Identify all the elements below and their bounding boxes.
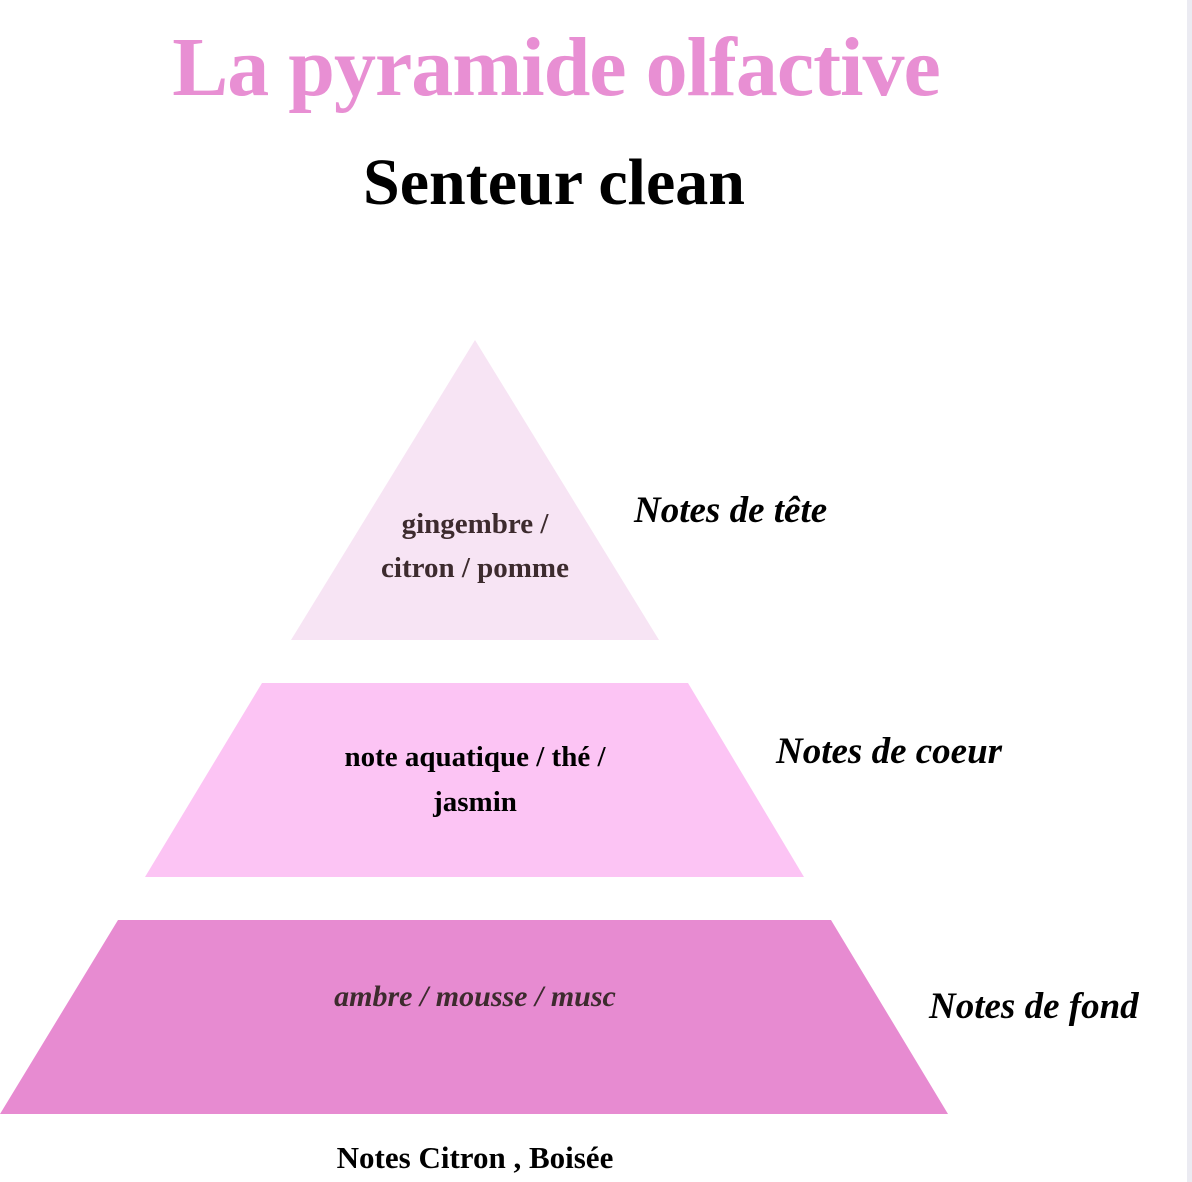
- tier-top-ingredients: gingembre / citron / pomme: [330, 502, 620, 590]
- tier-top-ingredients-line1: gingembre /: [401, 508, 549, 540]
- label-top-notes: Notes de tête: [634, 490, 828, 531]
- label-base-notes: Notes de fond: [929, 986, 1139, 1027]
- tier-bottom-ingredients-line1: ambre / mousse / musc: [334, 980, 616, 1013]
- tier-bottom-ingredients: ambre / mousse / musc: [250, 977, 700, 1017]
- label-heart-notes: Notes de coeur: [776, 731, 1003, 772]
- tier-top-shape: [291, 340, 659, 640]
- tier-middle-ingredients-line2: jasmin: [433, 786, 517, 818]
- tier-middle-ingredients: note aquatique / thé / jasmin: [290, 735, 660, 825]
- scent-family-caption: Notes Citron , Boisée: [336, 1140, 614, 1175]
- tier-top-ingredients-line2: citron / pomme: [381, 552, 569, 584]
- right-edge-strip: [1187, 0, 1192, 1182]
- page-title: La pyramide olfactive: [172, 21, 941, 114]
- page-subtitle: Senteur clean: [363, 146, 745, 219]
- tier-middle-shape: [145, 683, 804, 877]
- tier-bottom-shape: [0, 920, 948, 1114]
- tier-middle-ingredients-line1: note aquatique / thé /: [344, 741, 606, 773]
